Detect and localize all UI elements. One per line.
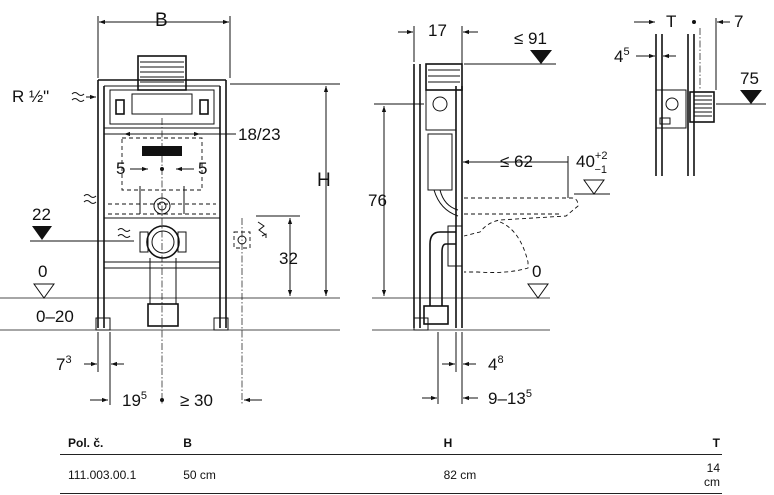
width-label: B bbox=[155, 10, 168, 31]
detail-height-label: 75 bbox=[740, 69, 759, 88]
cell-width: 50 cm bbox=[175, 454, 436, 494]
drain-height-label: 32 bbox=[279, 249, 298, 268]
frame-outline bbox=[95, 79, 229, 331]
cell-depth: 14 cm bbox=[696, 454, 722, 494]
brand-logo: GEBERIT bbox=[144, 150, 173, 156]
bowl-projection-label: ≤ 62 bbox=[500, 152, 533, 171]
power-socket bbox=[233, 221, 267, 249]
axis-offset-label: 195 bbox=[122, 390, 147, 410]
inlet-height-label: 22 bbox=[32, 205, 51, 224]
bowl-height-label: 76 bbox=[368, 191, 387, 210]
side-view: 17 ≤ 91 76 ≤ 62 40+2−1 0 48 9–135 bbox=[368, 21, 610, 408]
col-header-height: H bbox=[435, 434, 696, 455]
seat-height-label: 40+2−1 bbox=[576, 150, 607, 176]
frame-depth-label: 17 bbox=[428, 21, 447, 40]
toilet-bowl-outline bbox=[463, 197, 579, 273]
height-label: H bbox=[317, 170, 331, 191]
depth-label: T bbox=[666, 12, 676, 31]
wall-range-label: 9–135 bbox=[488, 388, 532, 408]
col-header-width: B bbox=[175, 434, 436, 455]
pipe-offset-side-label: 48 bbox=[488, 354, 504, 374]
cell-item-number: 111.003.00.1 bbox=[60, 454, 176, 494]
specification-table: Pol. č. B H T 111.003.00.1 50 cm 82 cm 1… bbox=[60, 434, 722, 494]
detail-view: T 7 45 75 bbox=[614, 12, 766, 176]
flush-plate-size: 18/23 bbox=[238, 125, 281, 144]
socket-clearance-label: ≥ 30 bbox=[180, 391, 213, 410]
front-view: GEBERIT bbox=[0, 10, 340, 410]
pipe-offset-left: 5 bbox=[116, 159, 125, 178]
col-header-depth: T bbox=[696, 434, 722, 455]
table-header-row: Pol. č. B H T bbox=[60, 434, 722, 455]
cell-height: 82 cm bbox=[435, 454, 696, 494]
side-frame bbox=[413, 63, 463, 331]
foot-offset-label: 73 bbox=[56, 354, 72, 374]
pipe-offset-right: 5 bbox=[198, 159, 207, 178]
side-offset-label: 45 bbox=[614, 46, 630, 66]
water-inlet-label: R ½" bbox=[12, 87, 49, 106]
floor-zero-front: 0 bbox=[38, 262, 47, 281]
floor-zero-side: 0 bbox=[532, 262, 541, 281]
top-clearance-label: ≤ 91 bbox=[514, 29, 547, 48]
col-header-item-number: Pol. č. bbox=[60, 434, 176, 455]
cistern-top bbox=[109, 55, 215, 125]
technical-drawing: GEBERIT bbox=[0, 10, 766, 410]
drain-outlet bbox=[139, 225, 187, 327]
table-row: 111.003.00.1 50 cm 82 cm 14 cm bbox=[60, 454, 722, 494]
floor-range-label: 0–20 bbox=[36, 307, 74, 326]
wall-offset-label: 7 bbox=[734, 12, 743, 31]
